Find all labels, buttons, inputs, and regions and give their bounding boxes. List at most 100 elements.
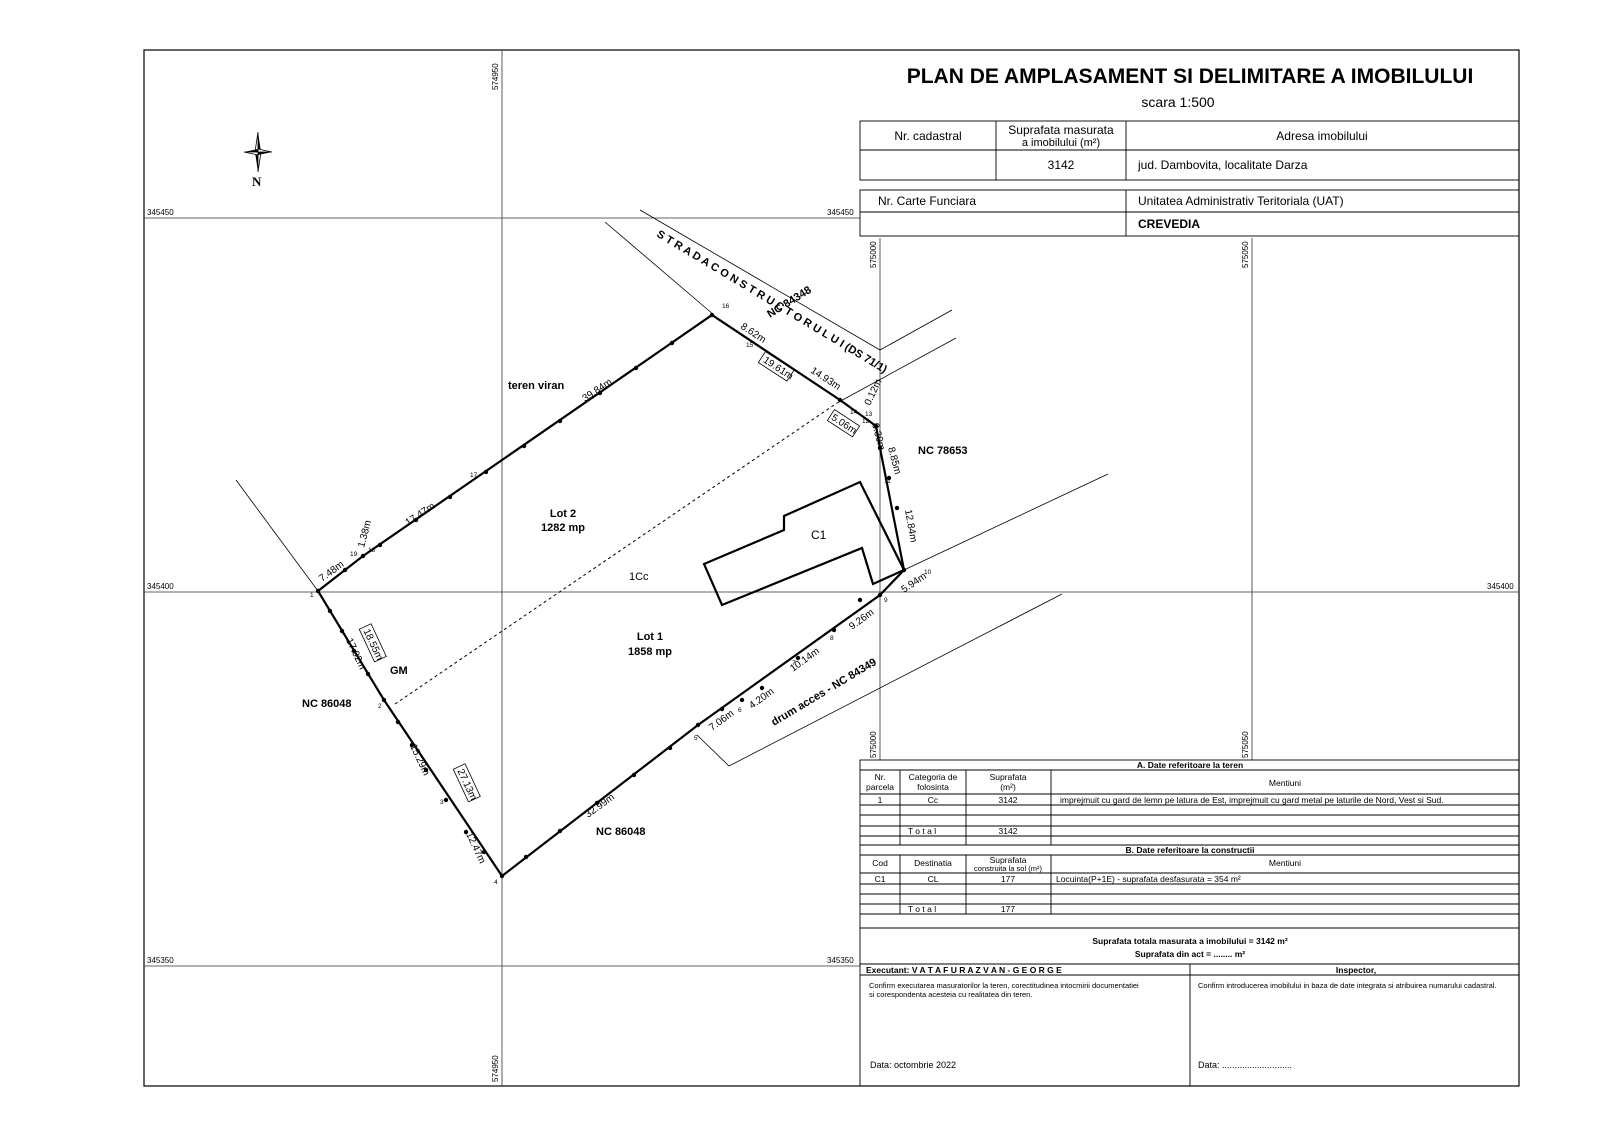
grid-label-x-450-left: 345450 — [147, 208, 174, 217]
boundary-vertex-dots — [315, 312, 907, 879]
teren-row-nr: 1 — [878, 795, 883, 805]
scale-label: scara 1:500 — [1141, 94, 1214, 110]
grid-label-575000-bottom: 575000 — [869, 731, 878, 758]
dim-3-2: 15.29m — [407, 743, 431, 778]
executant-text-line1: Confirm executarea masuratorilor la tere… — [869, 981, 1139, 990]
info-table: Nr. cadastral Suprafata masurata a imobi… — [859, 120, 1520, 237]
drum-acces-label: drum acces - NC 84349 — [769, 656, 878, 728]
point-15: 15 — [746, 342, 754, 349]
point-14: 14 — [850, 409, 858, 416]
constructii-row-dest: CL — [928, 874, 939, 884]
uat-value: CREVEDIA — [1138, 217, 1200, 231]
nc-78653-label: NC 78653 — [918, 445, 968, 457]
suprafata-header-line2: a imobilului (m²) — [1022, 137, 1100, 149]
executant-text-line2: si corespondenta acesteia cu realitatea … — [869, 990, 1032, 999]
nc-86048-left-label: NC 86048 — [302, 698, 352, 710]
dim-19-18: 1.38m — [356, 519, 374, 549]
dim-5-4: 32.99m — [583, 792, 616, 821]
page-title: PLAN DE AMPLASAMENT SI DELIMITARE A IMOB… — [907, 65, 1474, 88]
street-corner-line-2 — [879, 309, 953, 351]
sheet-frame — [143, 49, 1520, 1087]
teren-col-cat-line1: Categoria de — [909, 772, 958, 782]
grid-label-575000-top: 575000 — [869, 241, 878, 268]
point-11: 11 — [884, 478, 891, 485]
lot1-area: 1858 mp — [628, 646, 672, 658]
point-8: 8 — [830, 635, 834, 642]
suprafata-value: 3142 — [1048, 158, 1075, 172]
street-edge-north — [639, 209, 881, 351]
grid-label-y-top: 574950 — [491, 63, 500, 90]
dim-18-17: 17.47m — [404, 501, 438, 529]
point-9: 9 — [884, 597, 888, 604]
act-surface-line: Suprafata din act = ........ m² — [1135, 949, 1245, 959]
executant-label: Executant: V A T A F U R A Z V A N - G E… — [866, 965, 1062, 975]
teren-total-label: T o t a l — [908, 826, 936, 836]
teren-viran-label: teren viran — [508, 380, 565, 392]
inspector-label: Inspector, — [1336, 965, 1376, 975]
dim-15-14: 14.93m — [808, 365, 842, 392]
grid-label-x-350-left: 345350 — [147, 956, 174, 965]
constructii-total-label: T o t a l — [908, 904, 936, 914]
boxed-dimension-labels: 19.61m 5.06m 18.55m 27.13m — [358, 351, 861, 803]
building-label: C1 — [811, 528, 827, 542]
teren-total-value: 3142 — [999, 826, 1018, 836]
grid-label-x-400-left: 345400 — [147, 582, 174, 591]
constructii-col-supr-line2: construita la sol (m²) — [974, 864, 1042, 873]
constructii-col-dest: Destinatia — [914, 858, 952, 868]
point-numbers: 1 2 3 4 5 6 7 8 9 10 11 12 13 14 15 16 1… — [310, 303, 932, 886]
uat-label: Unitatea Administrativ Teritoriala (UAT) — [1138, 194, 1344, 208]
point-18: 18 — [368, 547, 376, 554]
point-5: 5 — [694, 735, 698, 742]
coordinate-grid: 574950 574950 345450 345450 345400 34540… — [144, 50, 1519, 1086]
teren-col-supr-line1: Suprafata — [990, 772, 1027, 782]
point-4: 4 — [494, 879, 498, 886]
point-16: 16 — [722, 303, 730, 310]
point-12: 12 — [862, 418, 870, 425]
dim-6-5: 7.06m — [707, 708, 736, 733]
constructii-table: B. Date referitoare la constructii Cod D… — [859, 844, 1520, 929]
constructii-col-supr-line1: Suprafata — [990, 855, 1027, 865]
street-corner-line — [836, 337, 957, 404]
point-7: 7 — [792, 660, 796, 667]
constructii-row-cod: C1 — [875, 874, 886, 884]
dim-10-9: 12.84m — [902, 509, 919, 544]
dim-17-16: 39.84m — [581, 377, 615, 405]
street-edge-west — [604, 221, 715, 316]
grid-label-y-bottom: 574950 — [491, 1055, 500, 1082]
adresa-header: Adresa imobilului — [1276, 129, 1367, 143]
north-arrow-icon — [243, 131, 273, 173]
dim-13-12: 0.30m — [869, 422, 887, 452]
dim-14-13: 0.12m — [863, 377, 885, 407]
teren-col-nr-line2: parcela — [866, 782, 894, 792]
access-road-line-b — [696, 593, 1063, 767]
executant-date: Data: octombrie 2022 — [870, 1060, 956, 1070]
point-2: 2 — [378, 703, 382, 710]
teren-col-cat-line2: folosinta — [917, 782, 949, 792]
property-boundary — [316, 313, 906, 878]
totals-block: Suprafata totala masurata a imobilului =… — [859, 927, 1520, 965]
nr-cadastral-header: Nr. cadastral — [894, 129, 961, 143]
grid-label-x-400-right: 345400 — [1487, 582, 1514, 591]
teren-row-supr: 3142 — [999, 795, 1018, 805]
teren-col-nr-line1: Nr. — [875, 772, 886, 782]
teren-section-title: A. Date referitoare la teren — [1137, 760, 1243, 770]
teren-table: A. Date referitoare la teren Nr. parcela… — [859, 759, 1520, 846]
grid-label-575050-top: 575050 — [1241, 241, 1250, 268]
building-c1-outline — [702, 480, 906, 607]
signature-block: Executant: V A T A F U R A Z V A N - G E… — [859, 963, 1520, 1087]
constructii-total-value: 177 — [1001, 904, 1015, 914]
constructii-row-mentiuni: Locuinta(P+1E) - suprafata desfasurata =… — [1056, 874, 1241, 884]
teren-col-mentiuni: Mentiuni — [1269, 778, 1301, 788]
dim-12-11: 8.85m — [885, 446, 903, 476]
total-surface-line: Suprafata totala masurata a imobilului =… — [1092, 936, 1287, 946]
constructii-row-supr: 177 — [1001, 874, 1015, 884]
point-10: 10 — [924, 569, 932, 576]
teren-row-mentiuni: imprejmuit cu gard de lemn pe latura de … — [1060, 795, 1444, 805]
dim-9-8: 9.26m — [847, 607, 876, 632]
grid-label-x-350-mid: 345350 — [827, 956, 854, 965]
point-1: 1 — [310, 592, 314, 599]
inspector-date: Data: ............................ — [1198, 1060, 1292, 1070]
point-19: 19 — [350, 551, 358, 558]
lot1-name: Lot 1 — [637, 631, 663, 643]
